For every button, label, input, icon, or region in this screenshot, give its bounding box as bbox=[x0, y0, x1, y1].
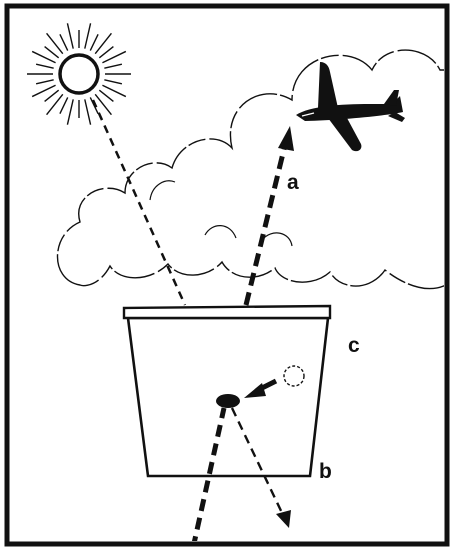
sun-ray bbox=[66, 99, 74, 125]
label-b: b bbox=[319, 460, 332, 483]
sun-ray bbox=[104, 63, 123, 69]
sun-ray bbox=[84, 23, 92, 49]
sun-ray bbox=[66, 23, 74, 49]
sun-ray bbox=[35, 79, 54, 85]
cloud-detail bbox=[149, 180, 176, 201]
cloud-detail bbox=[204, 225, 237, 239]
sun-rays bbox=[27, 23, 131, 125]
sun-ray bbox=[46, 93, 64, 116]
ray-a-arrowhead bbox=[278, 126, 294, 151]
sun-ray bbox=[59, 97, 69, 114]
label-a: a bbox=[287, 171, 299, 194]
sun-ray bbox=[89, 34, 99, 51]
dotted-circle bbox=[283, 365, 305, 387]
sun-ray bbox=[31, 84, 56, 98]
airplane-icon bbox=[296, 62, 405, 152]
sun-ray bbox=[104, 79, 123, 85]
sun-ray bbox=[44, 89, 60, 102]
sun-ray bbox=[94, 32, 112, 55]
ray-b-arrowhead bbox=[276, 510, 291, 528]
bucket-rim bbox=[122, 304, 332, 320]
sun-ray bbox=[31, 50, 56, 64]
sun-ray bbox=[102, 84, 127, 98]
sun-ray bbox=[102, 50, 127, 64]
sun-ray bbox=[94, 93, 112, 116]
ray-b-thick bbox=[191, 407, 227, 541]
label-c: c bbox=[348, 334, 360, 357]
sun-ray bbox=[35, 63, 54, 69]
ray-a bbox=[243, 144, 288, 306]
ray-b-thin bbox=[230, 407, 285, 516]
sun-ray bbox=[84, 99, 92, 125]
sun-ray bbox=[44, 46, 60, 59]
sunlight-beam bbox=[91, 99, 187, 306]
sun-ray bbox=[98, 89, 114, 102]
spot bbox=[216, 394, 240, 408]
movement-arrowhead bbox=[244, 383, 266, 398]
sun-icon bbox=[58, 53, 100, 95]
sun-ray bbox=[46, 32, 64, 55]
sun-ray bbox=[59, 34, 69, 51]
sun-ray bbox=[98, 46, 114, 59]
